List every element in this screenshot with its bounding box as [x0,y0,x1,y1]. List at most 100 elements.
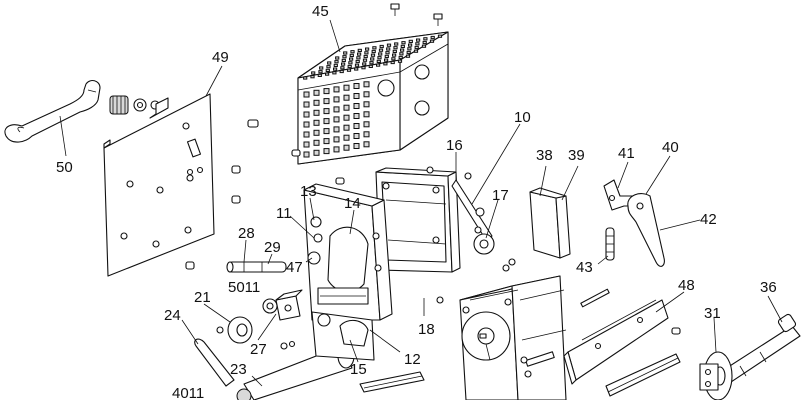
perforation [416,38,421,42]
perforation [363,111,370,118]
part-24-belt [194,338,235,387]
perforation [303,141,310,148]
perforation [353,83,360,89]
perforation [392,53,397,57]
perforation [303,111,310,118]
part-45-screws [390,3,443,26]
perforation [363,141,370,148]
callout-47: 47 [286,259,303,276]
part-5011-bushing [262,298,278,314]
perforation [369,61,374,65]
perforation [313,129,320,136]
perforation [313,139,320,146]
callout-43: 43 [576,259,593,276]
perforation [333,86,340,93]
perforation [341,58,346,62]
callout-13: 13 [300,183,317,200]
rail-48 [605,353,681,397]
perforation [323,98,330,105]
perforation [356,56,361,60]
perforation [353,123,360,129]
callout-31: 31 [704,305,721,322]
perforation [347,64,352,69]
perforation [399,52,404,56]
perforation [333,126,340,133]
perforation [354,63,360,67]
callout-10: 10 [514,109,531,126]
perforation [423,37,428,41]
leader-lines [59,19,783,387]
perforation [370,57,375,61]
perforation [372,46,377,50]
perforation [353,133,360,139]
part-49-side-plate [103,93,215,277]
perforation [323,108,330,115]
perforation [319,66,324,70]
perforation [437,34,443,38]
callout-18: 18 [418,321,435,338]
callout-4011: 4011 [172,385,204,400]
perforation [303,131,310,138]
perforation [340,66,345,70]
perforation [363,91,370,98]
perforation [393,46,398,50]
perforation [353,93,360,99]
perforation [390,60,395,65]
perforation [313,149,320,156]
perforation [343,134,350,141]
perforation [313,99,320,106]
perforation [355,59,360,64]
perforation [303,101,310,108]
callout-40: 40 [662,139,679,156]
perforation [377,56,382,60]
perforation [363,131,370,138]
perforation [335,56,340,60]
perforation [385,51,390,55]
perforation [429,39,435,43]
perforation [361,66,366,70]
callout-labels: 45 49 50 10 16 38 39 41 40 42 13 14 17 1… [56,3,777,400]
perforation [386,47,391,51]
perforation [341,62,346,66]
callout-11: 11 [276,205,292,222]
perforation [333,106,340,113]
perforation [363,121,370,128]
perforation [407,47,412,51]
perforation [391,57,396,61]
perforation [362,58,368,62]
perforation [413,49,419,53]
callout-12: 12 [404,351,421,368]
perforation [365,47,370,51]
callout-39: 39 [568,147,585,164]
perforation [343,144,350,151]
perforation [323,88,330,95]
perforation [317,73,322,78]
perforation [353,113,360,119]
perforation [323,118,330,125]
perforation [353,103,360,109]
part-48-plate [563,288,681,385]
perforation [392,49,397,53]
callout-45: 45 [312,3,329,20]
part-45-perforated-cover [297,31,449,165]
perforation [401,41,406,45]
perforation [354,67,359,71]
perforation [406,50,411,55]
part-knob [109,95,160,115]
callout-15: 15 [350,361,367,378]
perforation [349,57,354,61]
perforation [318,70,323,74]
part-18-motor [459,275,567,400]
perforation [339,69,344,74]
perforation [357,52,362,56]
perforation [383,62,388,66]
part-38-cover [529,187,571,259]
perforation [333,67,338,71]
perforation [343,104,350,111]
perforation [333,63,338,68]
perforation [327,61,332,65]
callout-41: 41 [618,145,635,162]
perforation [363,54,368,59]
screws-left [185,119,345,270]
perforation [386,43,392,47]
